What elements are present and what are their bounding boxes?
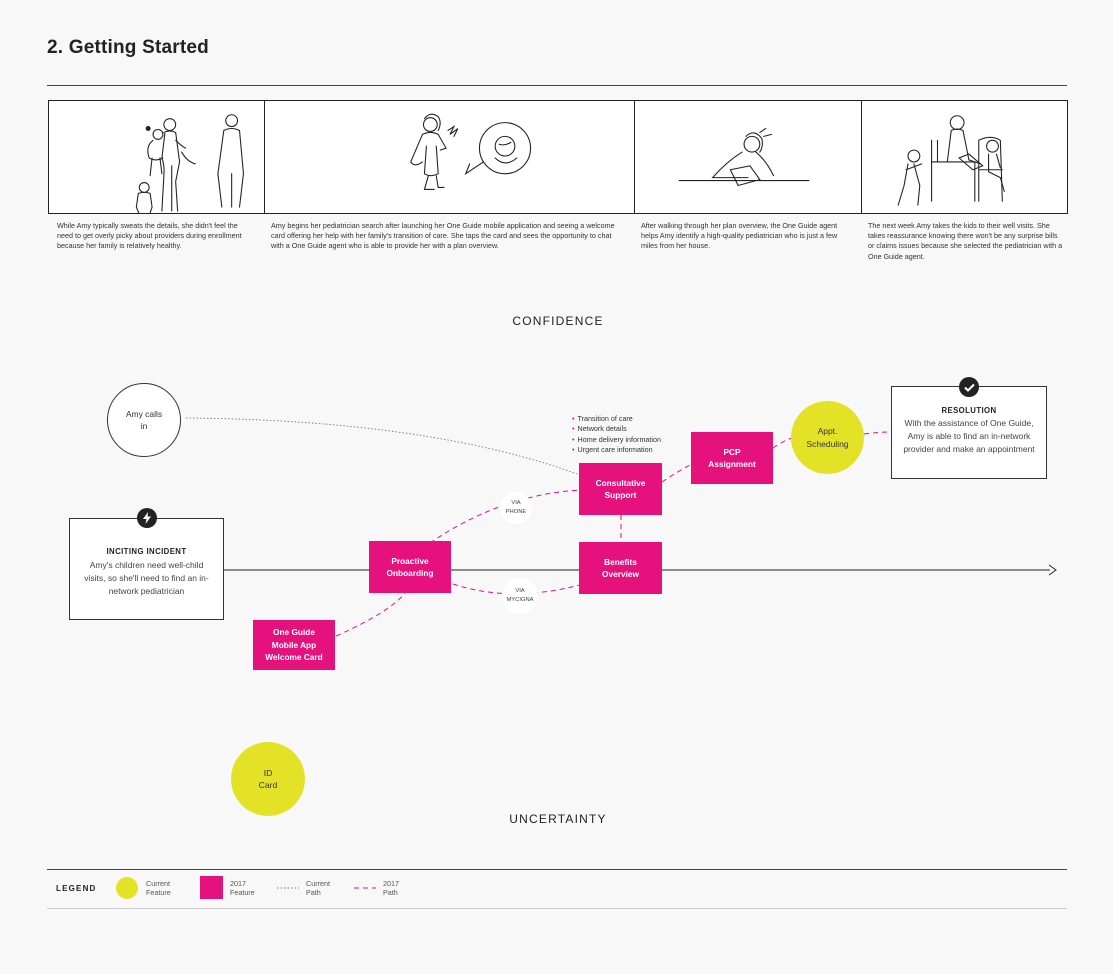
feature-consultative-support: Consultative Support <box>579 463 662 515</box>
storyboard-caption-1: While Amy typically sweats the details, … <box>57 221 242 251</box>
storyboard-panel-3 <box>634 100 862 214</box>
storyboard-caption-3: After walking through her plan overview,… <box>641 221 838 251</box>
inciting-incident-heading: INCITING INCIDENT <box>106 547 187 556</box>
current-path-line <box>185 417 581 476</box>
resolution-card: RESOLUTION With the assistance of One Gu… <box>891 386 1047 479</box>
family-illustration <box>135 114 244 213</box>
legend-current-feature-label: Current Feature <box>146 879 171 897</box>
feature-pcp-assignment-label: PCP Assignment <box>708 446 756 469</box>
feature-proactive-onboarding: Proactive Onboarding <box>369 541 451 593</box>
checkmark-icon <box>959 377 979 397</box>
path-2017-pcp-to-scheduling <box>772 437 793 449</box>
woman-on-phone-illustration <box>410 113 532 190</box>
via-mycigna-label: VIA MYCIGNA <box>502 578 538 614</box>
support-topic-item: Network details <box>572 424 661 434</box>
timeline-arrow-icon <box>1048 564 1057 576</box>
legend-2017-path-label: 2017 Path <box>383 879 399 897</box>
path-2017-welcome-to-onboarding <box>335 592 406 637</box>
inciting-incident-card: INCITING INCIDENT Amy's children need we… <box>69 518 224 620</box>
storyboard-caption-2: Amy begins her pediatrician search after… <box>271 221 615 251</box>
amy-calls-in-label: Amy calls in <box>125 408 163 431</box>
legend-current-path-label: Current Path <box>306 879 330 897</box>
support-topic-item: Urgent care information <box>572 445 661 455</box>
current-feature-appt-scheduling: Appt. Scheduling <box>791 401 864 474</box>
path-2017-support-to-pcp <box>661 463 693 483</box>
amy-calls-in-node: Amy calls in <box>107 383 181 457</box>
legend-top-divider <box>47 869 1067 870</box>
feature-proactive-onboarding-label: Proactive Onboarding <box>386 555 434 578</box>
storyboard-caption-4: The next week Amy takes the kids to thei… <box>868 221 1063 261</box>
via-phone-text: VIA PHONE <box>505 499 527 515</box>
feature-welcome-card: One Guide Mobile App Welcome Card <box>253 620 335 670</box>
confidence-label: CONFIDENCE <box>512 314 604 328</box>
uncertainty-label: UNCERTAINTY <box>509 812 607 826</box>
id-card-label: ID Card <box>258 767 278 790</box>
storyboard-panel-1 <box>48 100 265 214</box>
via-phone-label: VIA PHONE <box>500 492 532 524</box>
feature-pcp-assignment: PCP Assignment <box>691 432 773 484</box>
resolution-body: With the assistance of One Guide, Amy is… <box>903 418 1035 455</box>
support-topics-list: Transition of care Network details Home … <box>572 414 662 456</box>
legend-current-feature-swatch <box>116 877 138 899</box>
appt-scheduling-label: Appt. Scheduling <box>806 426 849 449</box>
legend-2017-feature-label: 2017 Feature <box>230 879 255 897</box>
path-2017-scheduling-to-resolution <box>863 431 891 435</box>
legend-current-path-swatch <box>277 887 299 889</box>
inciting-incident-body: Amy's children need well-child visits, s… <box>84 560 209 597</box>
feature-benefits-overview-label: Benefits Overview <box>602 556 639 579</box>
legend-title: LEGEND <box>56 884 97 893</box>
feature-consultative-support-label: Consultative Support <box>595 477 646 500</box>
feature-benefits-overview: Benefits Overview <box>579 542 662 594</box>
path-2017-via-mycigna <box>452 583 581 595</box>
legend-2017-feature-swatch <box>200 876 223 899</box>
storyboard-panel-4 <box>861 100 1068 214</box>
title-divider <box>47 85 1067 86</box>
waiting-room-illustration <box>897 115 1005 206</box>
support-topic-item: Transition of care <box>572 414 661 424</box>
support-topic-item: Home delivery information <box>572 435 662 445</box>
lightning-icon <box>137 508 157 528</box>
storyboard-panel-2 <box>264 100 635 214</box>
legend-bottom-divider <box>47 908 1067 909</box>
woman-at-desk-illustration <box>678 127 810 187</box>
via-mycigna-text: VIA MYCIGNA <box>506 587 534 603</box>
current-feature-id-card: ID Card <box>231 742 305 816</box>
feature-welcome-card-label: One Guide Mobile App Welcome Card <box>265 627 323 663</box>
legend-2017-path-swatch <box>354 887 376 889</box>
resolution-heading: RESOLUTION <box>941 406 997 415</box>
page-title: 2. Getting Started <box>47 37 209 58</box>
